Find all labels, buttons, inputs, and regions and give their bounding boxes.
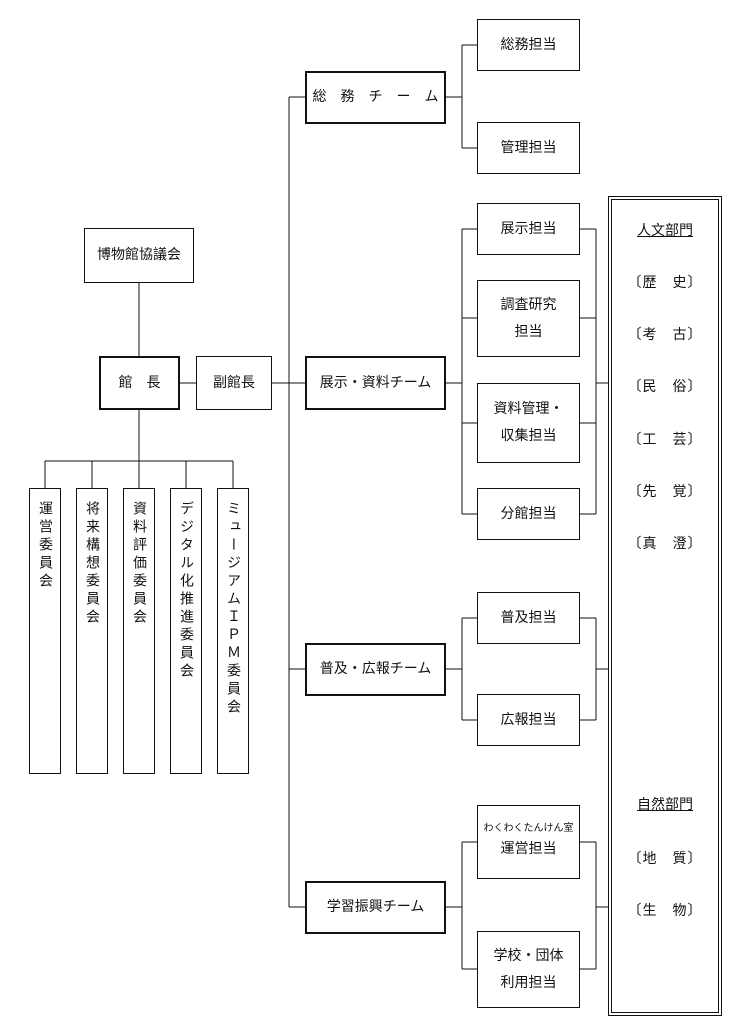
dept-item: 〔地 質〕 bbox=[627, 851, 703, 867]
unit-label: 資料管理・ bbox=[493, 401, 564, 418]
council-box: 博物館協議会 bbox=[84, 228, 194, 283]
director-label: 館 長 bbox=[118, 374, 161, 391]
dept-item: 〔民 俗〕 bbox=[627, 379, 703, 395]
dept-item: 〔真 澄〕 bbox=[627, 536, 703, 552]
unit-exhibition: 展示担当 bbox=[477, 203, 580, 255]
dept-item: 〔工 芸〕 bbox=[627, 432, 703, 448]
unit-research: 調査研究 担当 bbox=[477, 280, 580, 357]
committee-label: 将来構想委員会 bbox=[84, 501, 100, 627]
dept-title-humanities: 人文部門 bbox=[637, 223, 693, 239]
unit-label: 学校・団体 bbox=[493, 947, 564, 964]
unit-outreach: 普及担当 bbox=[477, 592, 580, 644]
dept-title-nature: 自然部門 bbox=[637, 797, 693, 813]
departments-box: 人文部門 〔歴 史〕 〔考 古〕 〔民 俗〕 〔工 芸〕 〔先 覚〕 〔真 澄〕… bbox=[608, 196, 722, 1016]
dept-item: 〔生 物〕 bbox=[627, 903, 703, 919]
team-label: 展示・資料チーム bbox=[319, 374, 432, 391]
unit-publicity: 広報担当 bbox=[477, 694, 580, 746]
dept-item: 〔先 覚〕 bbox=[627, 484, 703, 500]
committee-operations: 運営委員会 bbox=[29, 488, 61, 774]
unit-label: 運営担当 bbox=[500, 841, 557, 858]
vice-director-label: 副館長 bbox=[213, 374, 255, 391]
council-label: 博物館協議会 bbox=[97, 247, 181, 264]
unit-label: 普及担当 bbox=[500, 609, 557, 626]
unit-label-line2: 利用担当 bbox=[500, 974, 557, 991]
unit-school-groups: 学校・団体 利用担当 bbox=[477, 931, 580, 1008]
vice-director-box: 副館長 bbox=[196, 356, 272, 410]
team-outreach-publicity: 普及・広報チーム bbox=[305, 643, 446, 696]
committee-label: 資料評価委員会 bbox=[131, 501, 147, 627]
unit-exploration-room: わくわくたんけん室 運営担当 bbox=[477, 805, 580, 879]
unit-label: 調査研究 bbox=[500, 296, 557, 313]
committee-label: 運営委員会 bbox=[37, 501, 53, 591]
unit-branch-museum: 分館担当 bbox=[477, 488, 580, 540]
team-label: 普及・広報チーム bbox=[319, 661, 432, 678]
team-label: 学習振興チーム bbox=[326, 899, 425, 916]
unit-label: 総務担当 bbox=[500, 36, 557, 53]
unit-sublabel: わくわくたんけん室 bbox=[483, 823, 574, 835]
dept-item: 〔歴 史〕 bbox=[627, 275, 703, 291]
committee-digitization: デジタル化推進委員会 bbox=[170, 488, 202, 774]
unit-label: 管理担当 bbox=[500, 139, 557, 156]
team-label: 総 務 チ ー ム bbox=[312, 89, 439, 106]
director-box: 館 長 bbox=[99, 356, 180, 410]
unit-collection-management: 資料管理・ 収集担当 bbox=[477, 383, 580, 463]
committee-future-planning: 将来構想委員会 bbox=[76, 488, 108, 774]
dept-item: 〔考 古〕 bbox=[627, 327, 703, 343]
unit-label: 広報担当 bbox=[500, 711, 557, 728]
committee-label: ミュージアムＩＰＭ委員会 bbox=[225, 501, 241, 717]
team-general-affairs: 総 務 チ ー ム bbox=[305, 71, 446, 124]
unit-label-line2: 担当 bbox=[514, 323, 543, 340]
unit-label-line2: 収集担当 bbox=[500, 428, 557, 444]
unit-general-affairs: 総務担当 bbox=[477, 19, 580, 71]
team-learning-promotion: 学習振興チーム bbox=[305, 881, 446, 934]
committee-collection-evaluation: 資料評価委員会 bbox=[123, 488, 155, 774]
committee-label: デジタル化推進委員会 bbox=[178, 501, 194, 681]
unit-label: 展示担当 bbox=[500, 220, 557, 237]
team-exhibition-collections: 展示・資料チーム bbox=[305, 356, 446, 410]
unit-management: 管理担当 bbox=[477, 122, 580, 174]
unit-label: 分館担当 bbox=[500, 505, 557, 522]
committee-museum-ipm: ミュージアムＩＰＭ委員会 bbox=[217, 488, 249, 774]
